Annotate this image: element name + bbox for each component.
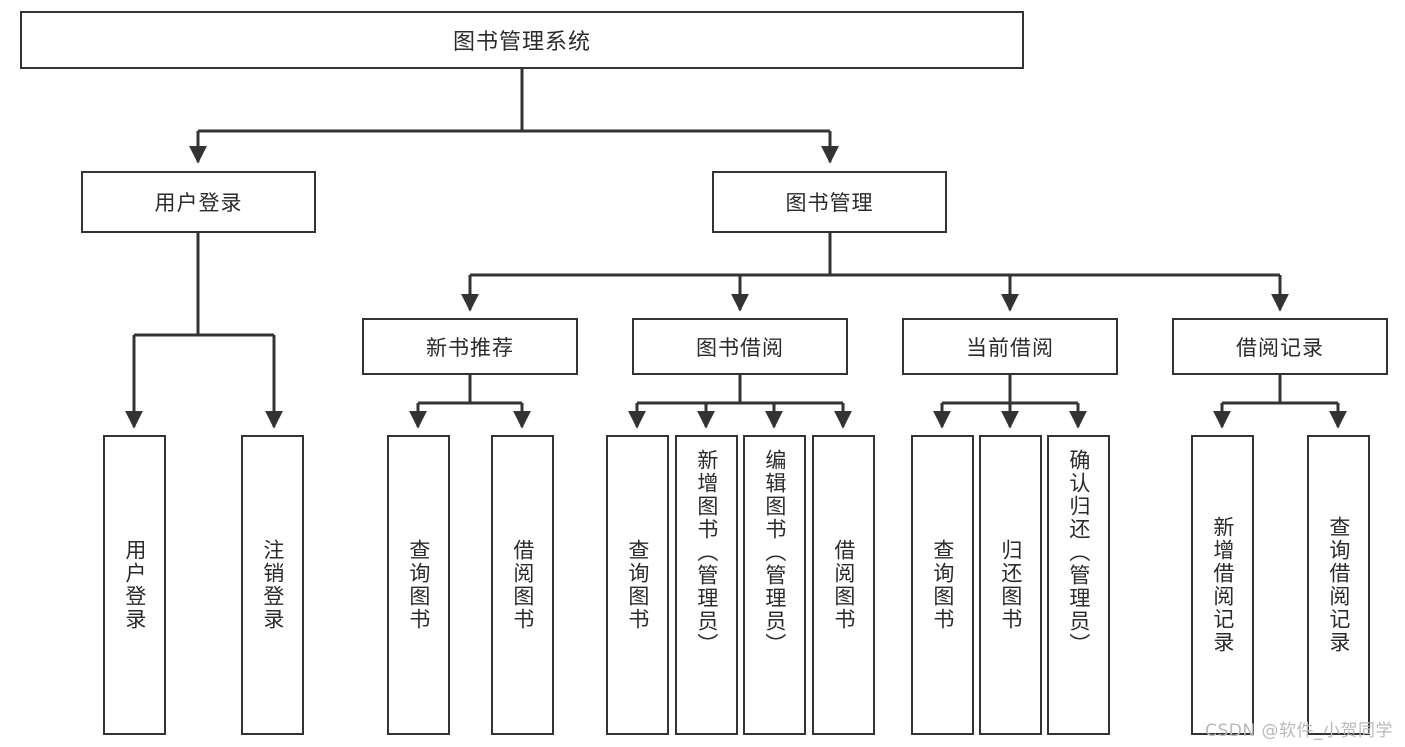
node-leaf-confirm-return[interactable]: 确认归还（管理员） — [1047, 435, 1110, 735]
node-leaf-add-book-label: 新增图书（管理员） — [694, 449, 719, 656]
node-leaf-query-book-3[interactable]: 查询图书 — [911, 435, 974, 735]
node-leaf-query-book-2-label: 查询图书 — [625, 539, 650, 631]
leaf-borrow-book-2-wrap: 借阅图书 — [816, 443, 871, 727]
node-current-borrow-label: 当前借阅 — [966, 335, 1054, 360]
leaf-user-login-wrap: 用户登录 — [107, 443, 162, 727]
node-leaf-borrow-book-2[interactable]: 借阅图书 — [812, 435, 875, 735]
node-book-management[interactable]: 图书管理 — [712, 171, 947, 233]
node-leaf-return-book-label: 归还图书 — [998, 539, 1023, 631]
node-leaf-add-record[interactable]: 新增借阅记录 — [1191, 435, 1254, 735]
leaf-query-book-1-wrap: 查询图书 — [391, 443, 446, 727]
node-leaf-return-book[interactable]: 归还图书 — [979, 435, 1042, 735]
leaf-query-book-3-wrap: 查询图书 — [915, 443, 970, 727]
node-book-management-label: 图书管理 — [785, 191, 874, 215]
leaf-add-book-wrap: 新增图书（管理员） — [679, 443, 734, 727]
node-user-login[interactable]: 用户登录 — [81, 171, 316, 233]
node-leaf-confirm-return-label: 确认归还（管理员） — [1066, 449, 1091, 656]
node-leaf-logout-login[interactable]: 注销登录 — [241, 435, 304, 735]
node-leaf-borrow-book-2-label: 借阅图书 — [831, 539, 856, 631]
leaf-logout-login-wrap: 注销登录 — [245, 443, 300, 727]
leaf-edit-book-wrap: 编辑图书（管理员） — [747, 443, 802, 727]
leaf-confirm-return-wrap: 确认归还（管理员） — [1051, 443, 1106, 727]
node-leaf-user-login-label: 用户登录 — [122, 539, 147, 631]
leaf-query-record-wrap: 查询借阅记录 — [1311, 443, 1366, 727]
node-borrow-record[interactable]: 借阅记录 — [1172, 318, 1388, 375]
node-leaf-edit-book[interactable]: 编辑图书（管理员） — [743, 435, 806, 735]
leaf-query-book-2-wrap: 查询图书 — [610, 443, 665, 727]
node-book-borrow[interactable]: 图书借阅 — [632, 318, 848, 375]
node-user-login-label: 用户登录 — [154, 191, 243, 215]
leaf-borrow-book-1-wrap: 借阅图书 — [495, 443, 550, 727]
node-leaf-borrow-book-1-label: 借阅图书 — [510, 539, 535, 631]
node-borrow-record-label: 借阅记录 — [1236, 335, 1324, 360]
node-new-book-recommend[interactable]: 新书推荐 — [362, 318, 578, 375]
node-leaf-logout-login-label: 注销登录 — [260, 539, 285, 631]
node-leaf-query-book-3-label: 查询图书 — [930, 539, 955, 631]
node-current-borrow[interactable]: 当前借阅 — [902, 318, 1118, 375]
node-leaf-add-record-label: 新增借阅记录 — [1210, 516, 1235, 654]
node-leaf-query-book-1[interactable]: 查询图书 — [387, 435, 450, 735]
node-leaf-borrow-book-1[interactable]: 借阅图书 — [491, 435, 554, 735]
node-leaf-user-login[interactable]: 用户登录 — [103, 435, 166, 735]
node-leaf-add-book[interactable]: 新增图书（管理员） — [675, 435, 738, 735]
node-leaf-edit-book-label: 编辑图书（管理员） — [762, 449, 787, 656]
leaf-add-record-wrap: 新增借阅记录 — [1195, 443, 1250, 727]
watermark-text: CSDN @软件_小贺同学 — [1205, 721, 1393, 741]
node-root[interactable]: 图书管理系统 — [20, 11, 1024, 69]
node-leaf-query-record[interactable]: 查询借阅记录 — [1307, 435, 1370, 735]
leaf-return-book-wrap: 归还图书 — [983, 443, 1038, 727]
node-leaf-query-record-label: 查询借阅记录 — [1326, 516, 1351, 654]
node-leaf-query-book-1-label: 查询图书 — [406, 539, 431, 631]
node-root-label: 图书管理系统 — [452, 30, 591, 55]
node-leaf-query-book-2[interactable]: 查询图书 — [606, 435, 669, 735]
node-new-book-recommend-label: 新书推荐 — [426, 335, 514, 360]
node-book-borrow-label: 图书借阅 — [696, 335, 784, 360]
